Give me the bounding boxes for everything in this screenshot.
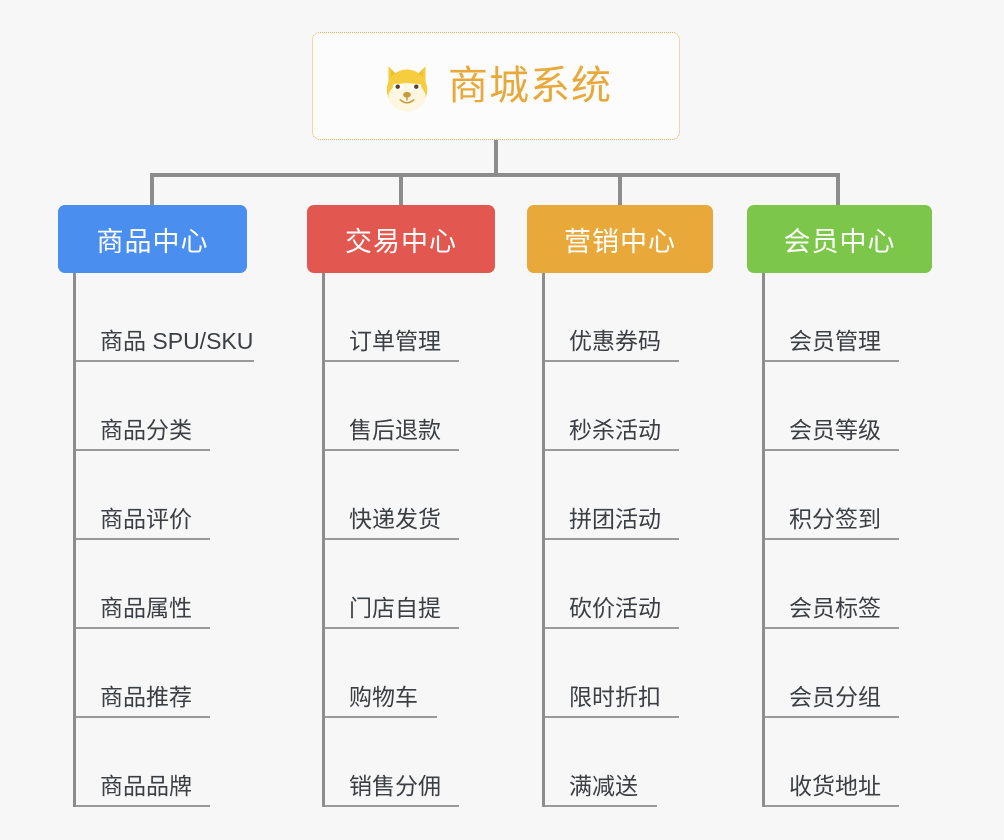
leaf-item-rule: 销售分佣 (325, 773, 459, 807)
leaf-item[interactable]: 满减送 (545, 718, 657, 807)
leaf-item-label: 商品品牌 (100, 772, 192, 799)
leaf-item-label: 售后退款 (349, 416, 441, 443)
leaf-item-label: 收货地址 (789, 772, 881, 799)
leaf-item-label: 订单管理 (349, 327, 441, 354)
leaf-item-rule: 砍价活动 (545, 595, 679, 629)
leaf-column-3: 优惠券码秒杀活动拼团活动砍价活动限时折扣满减送 (542, 273, 738, 807)
leaf-item[interactable]: 会员分组 (765, 629, 899, 718)
leaf-item[interactable]: 快递发货 (325, 451, 459, 540)
leaf-item-label: 砍价活动 (569, 594, 661, 621)
connector-root-stem (494, 140, 498, 177)
leaf-item-rule: 收货地址 (765, 773, 899, 807)
root-node[interactable]: 商城系统 (312, 32, 680, 140)
leaf-item-rule: 会员管理 (765, 328, 899, 362)
category-header-1[interactable]: 商品中心 (58, 205, 247, 273)
column-trunk-line (542, 273, 545, 807)
connector-drop-4 (836, 173, 840, 207)
leaf-item-rule: 快递发货 (325, 506, 459, 540)
leaf-item[interactable]: 会员等级 (765, 362, 899, 451)
leaf-item-label: 优惠券码 (569, 327, 661, 354)
leaf-item-rule: 商品属性 (76, 595, 210, 629)
category-header-label: 交易中心 (345, 226, 457, 257)
leaf-item-label: 满减送 (569, 772, 638, 799)
leaf-column-4: 会员管理会员等级积分签到会员标签会员分组收货地址 (762, 273, 957, 807)
leaf-item-label: 商品评价 (100, 505, 192, 532)
leaf-item-label: 商品推荐 (100, 683, 192, 710)
leaf-item[interactable]: 门店自提 (325, 540, 459, 629)
leaf-item[interactable]: 秒杀活动 (545, 362, 679, 451)
leaf-item[interactable]: 销售分佣 (325, 718, 459, 807)
root-title: 商城系统 (448, 64, 612, 108)
leaf-item[interactable]: 订单管理 (325, 273, 459, 362)
leaf-item-label: 秒杀活动 (569, 416, 661, 443)
leaf-item-label: 会员等级 (789, 416, 881, 443)
connector-drop-1 (150, 173, 154, 207)
leaf-item-rule: 商品分类 (76, 417, 210, 451)
leaf-item-rule: 会员分组 (765, 684, 899, 718)
leaf-item-rule: 购物车 (325, 684, 437, 718)
leaf-item[interactable]: 积分签到 (765, 451, 899, 540)
category-header-4[interactable]: 会员中心 (747, 205, 932, 273)
leaf-item-label: 门店自提 (349, 594, 441, 621)
category-header-2[interactable]: 交易中心 (307, 205, 495, 273)
leaf-item-rule: 积分签到 (765, 506, 899, 540)
leaf-item-label: 积分签到 (789, 505, 881, 532)
leaf-item-label: 快递发货 (349, 505, 441, 532)
leaf-item[interactable]: 拼团活动 (545, 451, 679, 540)
leaf-column-2: 订单管理售后退款快递发货门店自提购物车销售分佣 (322, 273, 520, 807)
leaf-item[interactable]: 会员管理 (765, 273, 899, 362)
leaf-item-rule: 售后退款 (325, 417, 459, 451)
leaf-item[interactable]: 收货地址 (765, 718, 899, 807)
leaf-item-rule: 满减送 (545, 773, 657, 807)
leaf-item-rule: 商品 SPU/SKU (76, 328, 254, 362)
leaf-item[interactable]: 商品 SPU/SKU (76, 273, 254, 362)
category-header-label: 商品中心 (96, 226, 209, 257)
leaf-item-label: 商品分类 (100, 416, 192, 443)
leaf-item-label: 商品属性 (100, 594, 192, 621)
leaf-item-rule: 商品评价 (76, 506, 210, 540)
connector-drop-3 (618, 173, 622, 207)
leaf-item[interactable]: 售后退款 (325, 362, 459, 451)
leaf-item[interactable]: 优惠券码 (545, 273, 679, 362)
leaf-item[interactable]: 会员标签 (765, 540, 899, 629)
category-header-label: 营销中心 (564, 226, 676, 257)
leaf-item-label: 会员管理 (789, 327, 881, 354)
column-trunk-line (762, 273, 765, 807)
leaf-item[interactable]: 砍价活动 (545, 540, 679, 629)
leaf-item[interactable]: 商品品牌 (76, 718, 210, 807)
connector-drop-2 (399, 173, 403, 207)
leaf-item-rule: 商品品牌 (76, 773, 210, 807)
leaf-item-rule: 商品推荐 (76, 684, 210, 718)
column-trunk-line (73, 273, 76, 807)
leaf-item-rule: 拼团活动 (545, 506, 679, 540)
leaf-item[interactable]: 限时折扣 (545, 629, 679, 718)
leaf-item-rule: 会员等级 (765, 417, 899, 451)
leaf-item[interactable]: 商品分类 (76, 362, 210, 451)
leaf-item-rule: 订单管理 (325, 328, 459, 362)
leaf-item-label: 销售分佣 (349, 772, 441, 799)
leaf-item-label: 限时折扣 (569, 683, 661, 710)
connector-horizontal-bus (150, 173, 840, 177)
leaf-item[interactable]: 商品评价 (76, 451, 210, 540)
leaf-item-rule: 门店自提 (325, 595, 459, 629)
leaf-item-label: 商品 SPU/SKU (100, 327, 254, 354)
column-trunk-line (322, 273, 325, 807)
leaf-item-label: 会员分组 (789, 683, 881, 710)
leaf-item-rule: 限时折扣 (545, 684, 679, 718)
category-header-label: 会员中心 (783, 226, 896, 257)
leaf-item[interactable]: 商品属性 (76, 540, 210, 629)
leaf-item-rule: 优惠券码 (545, 328, 679, 362)
shiba-dog-face-icon (380, 61, 434, 115)
leaf-item-rule: 秒杀活动 (545, 417, 679, 451)
leaf-item-label: 会员标签 (789, 594, 881, 621)
leaf-item-label: 拼团活动 (569, 505, 661, 532)
category-header-3[interactable]: 营销中心 (527, 205, 713, 273)
leaf-column-1: 商品 SPU/SKU 商品分类商品评价商品属性商品推荐商品品牌 (73, 273, 272, 807)
leaf-item-rule: 会员标签 (765, 595, 899, 629)
leaf-item[interactable]: 商品推荐 (76, 629, 210, 718)
leaf-item[interactable]: 购物车 (325, 629, 437, 718)
leaf-item-label: 购物车 (349, 683, 418, 710)
